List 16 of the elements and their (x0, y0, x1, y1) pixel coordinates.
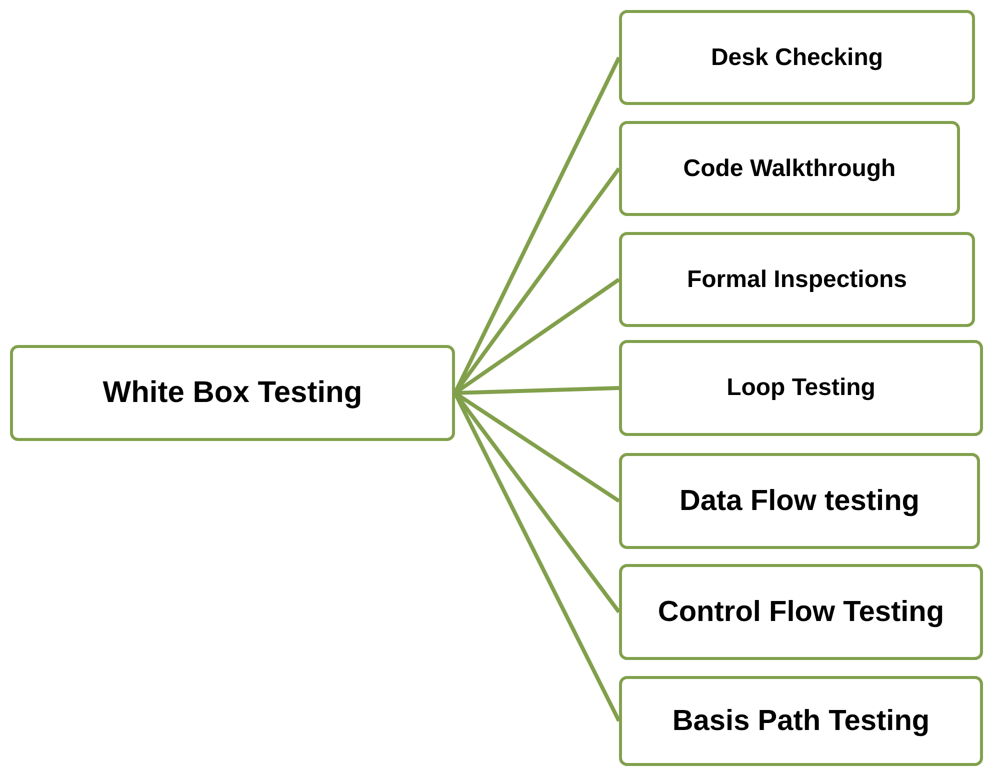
node-label: Data Flow testing (679, 484, 920, 518)
branch-box (619, 453, 980, 549)
branch-box (619, 676, 983, 766)
node-label: Formal Inspections (686, 266, 908, 294)
root-box (10, 345, 455, 441)
branch-box (619, 10, 975, 105)
node-label: Desk Checking (710, 44, 884, 72)
node-label: Code Walkthrough (683, 154, 896, 182)
node-label: Control Flow Testing (658, 596, 944, 628)
node-label: Basis Path Testing (672, 704, 930, 738)
branch-box (619, 232, 975, 327)
branch-box (619, 121, 960, 216)
node-label: White Box Testing (102, 376, 362, 410)
branch-box (619, 340, 983, 436)
node-label: Loop Testing (726, 374, 876, 402)
branch-box (619, 564, 983, 660)
